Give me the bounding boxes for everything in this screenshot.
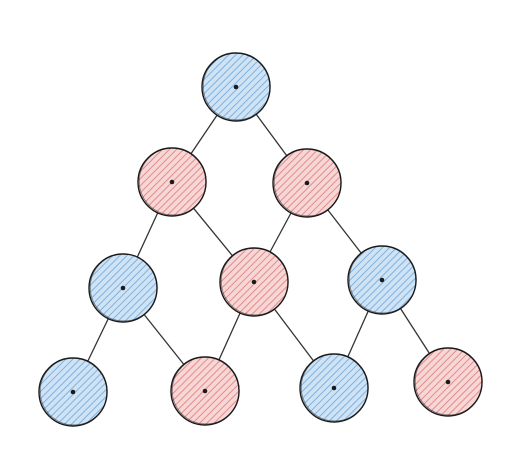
node-outline-sketch: [220, 247, 289, 316]
node-center-dot: [331, 385, 337, 391]
node-n10-red: [413, 347, 483, 417]
node-center-dot: [304, 180, 310, 186]
edge-n6-n10: [399, 307, 431, 355]
node-center-dot: [202, 388, 208, 394]
edge-n4-n7: [87, 317, 109, 363]
node-n9-blue: [299, 353, 369, 423]
edge-n5-n8: [218, 312, 241, 361]
node-n7-blue: [38, 357, 108, 427]
node-center-dot: [169, 179, 175, 185]
node-outline-sketch: [414, 347, 483, 416]
node-n3-red: [272, 148, 342, 218]
edge-n6-n9: [347, 310, 369, 358]
node-center-dot: [379, 277, 385, 283]
node-outline-sketch: [348, 245, 417, 314]
node-center-dot: [70, 389, 76, 395]
node-outline-sketch: [39, 357, 108, 426]
nodes-layer: [38, 52, 483, 427]
edge-n5-n9: [273, 308, 315, 362]
node-n5-red: [219, 247, 289, 317]
node-center-dot: [251, 279, 257, 285]
node-center-dot: [233, 84, 239, 90]
edges-layer: [87, 113, 431, 366]
node-outline-sketch: [138, 147, 207, 216]
node-outline-sketch: [273, 148, 342, 217]
node-n8-red: [170, 356, 240, 426]
node-n2-red: [137, 147, 207, 217]
node-n1-blue: [201, 52, 271, 122]
node-center-dot: [445, 379, 451, 385]
edge-n3-n5: [269, 212, 292, 253]
edge-n1-n3: [255, 113, 288, 157]
edge-n1-n2: [190, 114, 218, 155]
edge-n2-n5: [192, 207, 234, 257]
node-outline-sketch: [300, 353, 369, 422]
node-outline-sketch: [202, 52, 271, 121]
node-outline-sketch: [89, 253, 158, 322]
node-n6-blue: [347, 245, 417, 315]
node-outline-sketch: [171, 356, 240, 425]
node-center-dot: [120, 285, 126, 291]
edge-n2-n4: [136, 212, 159, 258]
edge-n4-n8: [143, 313, 185, 366]
node-n4-blue: [88, 253, 158, 323]
edge-n3-n6: [327, 209, 362, 254]
